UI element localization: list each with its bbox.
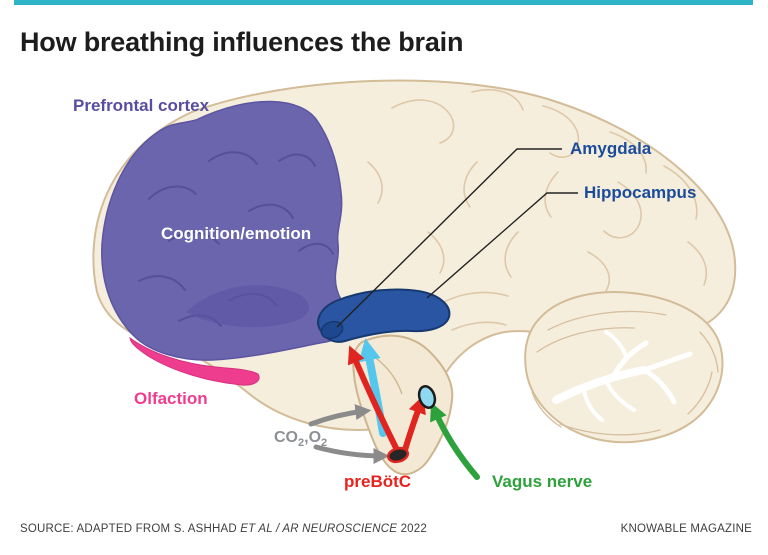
hippocampus-region <box>317 288 451 343</box>
signal-arrows <box>308 338 480 480</box>
label-prebotc: preBötC <box>344 472 412 491</box>
arbor-vitae <box>552 330 693 422</box>
source-credit: SOURCE: ADAPTED FROM S. ASHHAD ET AL / A… <box>20 523 427 535</box>
source-italic: ET AL / AR NEUROSCIENCE <box>240 523 398 535</box>
prebotc-arrow-long <box>347 345 403 459</box>
source-year: 2022 <box>397 523 427 535</box>
label-prefrontal-cortex: Prefrontal cortex <box>73 96 210 115</box>
source-text: SOURCE: ADAPTED FROM S. ASHHAD <box>20 523 241 535</box>
page-title: How breathing influences the brain <box>20 27 464 57</box>
label-olfaction: Olfaction <box>134 389 208 408</box>
prebotc-arrow-short <box>402 395 426 453</box>
label-co2-o2: CO2,O2 <box>274 429 327 449</box>
pointer-line-amygdala <box>336 148 562 328</box>
co2-text: CO <box>274 429 298 446</box>
co2-o2-arrow-lower <box>313 444 390 464</box>
hippocampus-shape <box>317 288 451 343</box>
gyri-lines <box>367 89 708 331</box>
vagus-nerve-arrow <box>430 402 480 480</box>
label-hippocampus: Hippocampus <box>584 183 697 202</box>
cerebellum <box>524 291 724 444</box>
cingulate-shade <box>186 285 309 328</box>
brainstem <box>352 334 454 476</box>
co2-o2-arrow-upper <box>308 404 372 427</box>
label-vagus-nerve: Vagus nerve <box>492 472 593 491</box>
prefrontal-region <box>101 100 354 361</box>
footer: SOURCE: ADAPTED FROM S. ASHHAD ET AL / A… <box>20 523 752 535</box>
o2-subscript: 2 <box>321 437 328 450</box>
pointer-lines <box>336 148 578 328</box>
o2-text: ,O <box>304 429 322 446</box>
label-amygdala: Amygdala <box>570 139 652 158</box>
relay-nucleus-marker <box>417 385 437 409</box>
cerebellum-fissures <box>531 310 719 436</box>
brainstem-shape <box>352 334 454 476</box>
cerebellum-shape <box>524 291 724 444</box>
publisher-credit: KNOWABLE MAGAZINE <box>620 523 752 535</box>
accent-bar <box>14 0 753 5</box>
co2-subscript: 2 <box>298 437 305 450</box>
prebotc-nucleus-marker <box>386 446 410 464</box>
pointer-line-hippocampus <box>426 192 578 299</box>
olfactory-region <box>129 336 260 386</box>
label-cognition-emotion: Cognition/emotion <box>161 224 312 243</box>
